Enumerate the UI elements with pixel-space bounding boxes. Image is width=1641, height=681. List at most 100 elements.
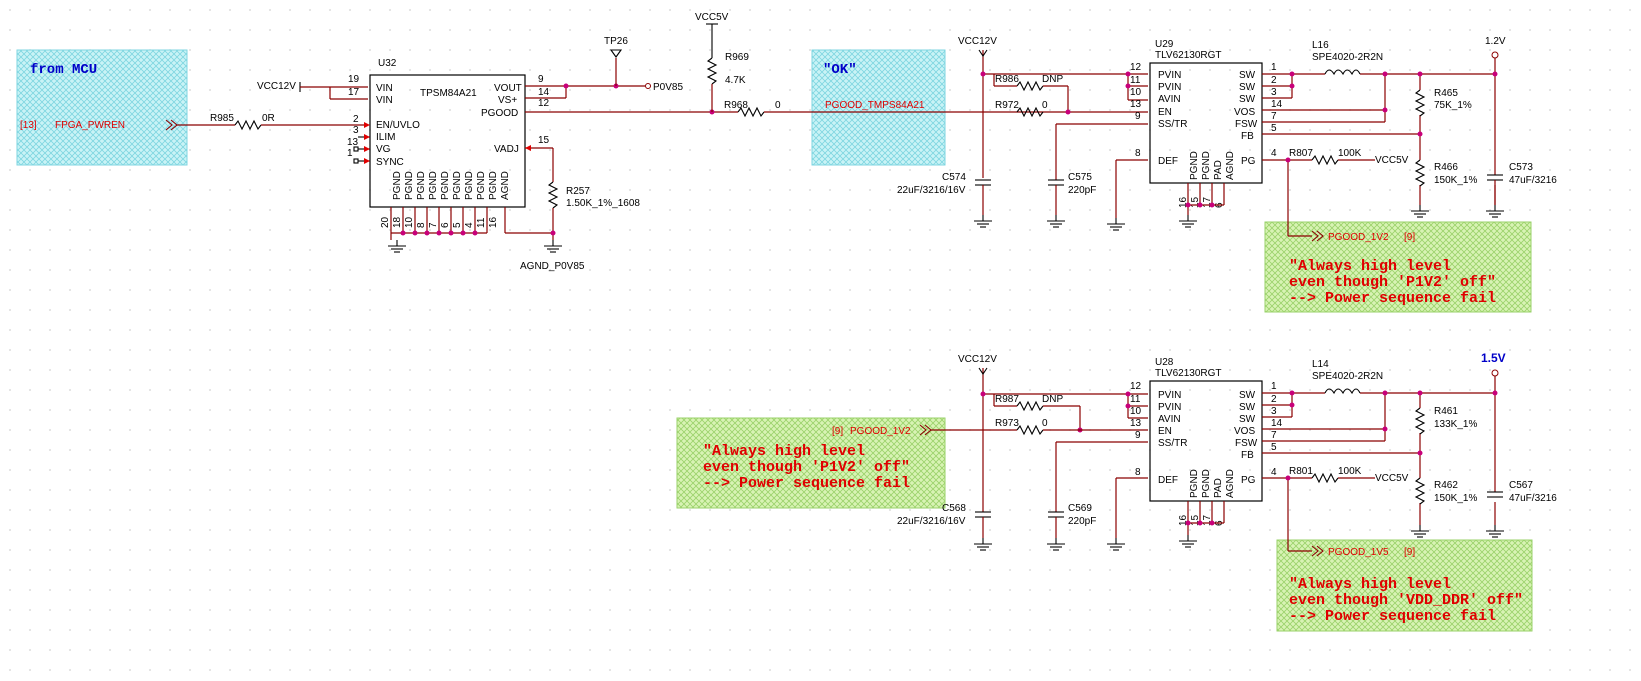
svg-text:SW: SW [1239,402,1256,413]
svg-text:SW: SW [1239,390,1256,401]
u32-pin-name: VIN [376,83,393,94]
svg-text:4: 4 [1271,148,1277,159]
svg-text:PGND: PGND [464,171,475,200]
svg-text:VOS: VOS [1234,107,1255,118]
svg-text:3: 3 [1271,87,1277,98]
c574-val: 22uF/3216/16V [897,185,966,196]
c573-val: 47uF/3216 [1509,175,1557,186]
l14-ref: L14 [1312,359,1329,370]
svg-text:2: 2 [1271,394,1277,405]
svg-text:AVIN: AVIN [1158,414,1181,425]
svg-text:20: 20 [380,216,391,228]
input-pin-arrow-icon [364,122,370,164]
note-fail-mid: "Always high level even though 'P1V2' of… [676,417,946,509]
svg-text:PGND: PGND [404,171,415,200]
svg-text:FSW: FSW [1235,119,1258,130]
svg-text:16: 16 [1178,514,1189,526]
svg-text:17: 17 [1202,514,1213,526]
svg-text:16: 16 [488,216,499,228]
svg-text:PGND: PGND [1201,469,1212,498]
svg-text:SS/TR: SS/TR [1158,119,1187,130]
svg-text:11: 11 [1130,75,1141,86]
pgood-1v2-out-label: PGOOD_1V2 [1328,232,1389,243]
u32-body [369,74,526,208]
u32-bottom-pins: PGND PGND PGND PGND PGND PGND PGND PGND … [380,171,511,228]
svg-text:PGND: PGND [428,171,439,200]
svg-text:EN: EN [1158,107,1172,118]
l16-inductor-icon [1324,69,1361,76]
svg-text:PGND: PGND [452,171,463,200]
r461-ref: R461 [1434,406,1458,417]
svg-text:PVIN: PVIN [1158,402,1181,413]
r972-ref: R972 [995,100,1019,111]
c568-val: 22uF/3216/16V [897,516,966,527]
u32-pin-name: PGOOD [481,108,518,119]
svg-text:VOS: VOS [1234,426,1255,437]
u29-body [1149,62,1263,184]
svg-text:PGND: PGND [1189,469,1200,498]
svg-text:PGND: PGND [1189,151,1200,180]
r973-val: 0 [1042,418,1048,429]
svg-text:9: 9 [1135,111,1141,122]
u32-pin-num: 9 [538,74,544,85]
svg-text:5: 5 [1271,442,1277,453]
svg-text:DEF: DEF [1158,156,1178,167]
u32-pin-name: EN/UVLO [376,120,420,131]
c568-ref: C568 [942,503,966,514]
r986-ref: R986 [995,74,1019,85]
u29-part: TLV62130RGT [1155,50,1222,61]
pgood-1v5-out-label: PGOOD_1V5 [1328,547,1389,558]
svg-text:PGND: PGND [1201,151,1212,180]
fpga-ref: [13] [20,120,37,131]
svg-text:9: 9 [1135,430,1141,441]
svg-text:PAD: PAD [1213,160,1224,180]
svg-text:14: 14 [1271,99,1283,110]
svg-text:15: 15 [1190,514,1201,526]
svg-text:8: 8 [1135,148,1141,159]
note-fail-mid-line2: even though 'P1V2' off" [703,459,910,476]
l16-val: SPE4020-2R2N [1312,52,1383,63]
svg-text:5: 5 [452,222,463,228]
pgood-tmps-label: PGOOD_TMPS84A21 [825,100,925,111]
rail-1v5-label: 1.5V [1481,351,1506,365]
svg-text:14: 14 [1271,418,1283,429]
c569-ref: C569 [1068,503,1092,514]
svg-text:PGND: PGND [392,171,403,200]
u32-left-pins: 19 VIN 17 VIN 2 EN/UVLO 3 ILIM 13 VG 1 S… [347,74,420,168]
r985-ref: R985 [210,113,234,124]
r462-val: 150K_1% [1434,493,1477,504]
r972-val: 0 [1042,100,1048,111]
svg-text:AGND: AGND [1225,151,1236,180]
r987-ref: R987 [995,394,1019,405]
vadj-arrow-icon [525,145,531,151]
svg-text:PGND: PGND [416,171,427,200]
pgood-1v5-sheet-ref: [9] [1404,547,1415,558]
c573-ref: C573 [1509,162,1533,173]
pgood-1v2-in-label: PGOOD_1V2 [850,426,911,437]
u32-pin-num: 15 [538,135,550,146]
r968-val: 0 [775,100,781,111]
svg-text:DEF: DEF [1158,475,1178,486]
u32-pin-num: 14 [538,87,550,98]
r257-ref: R257 [566,186,590,197]
note-ok: "OK" [811,49,946,166]
u29-vcc12v-label: VCC12V [958,36,997,47]
u32-part: TPSM84A21 [420,88,477,99]
u32-ref: U32 [378,58,397,69]
fpga-pwren-label: FPGA_PWREN [55,120,125,131]
svg-text:PG: PG [1241,156,1256,167]
svg-text:11: 11 [1130,394,1141,405]
note-fail-top: "Always high level even though 'P1V2' of… [1264,221,1532,313]
tp26-testpoint-icon [609,49,623,58]
svg-text:10: 10 [1130,87,1142,98]
svg-text:10: 10 [1130,406,1142,417]
svg-text:1: 1 [1271,62,1277,73]
svg-text:SS/TR: SS/TR [1158,438,1187,449]
r462-ref: R462 [1434,480,1458,491]
svg-text:13: 13 [1130,418,1142,429]
svg-text:PGND: PGND [488,171,499,200]
svg-text:12: 12 [1130,62,1142,73]
c567-ref: C567 [1509,480,1533,491]
u29-ref: U29 [1155,39,1174,50]
r807-val: 100K [1338,148,1362,159]
